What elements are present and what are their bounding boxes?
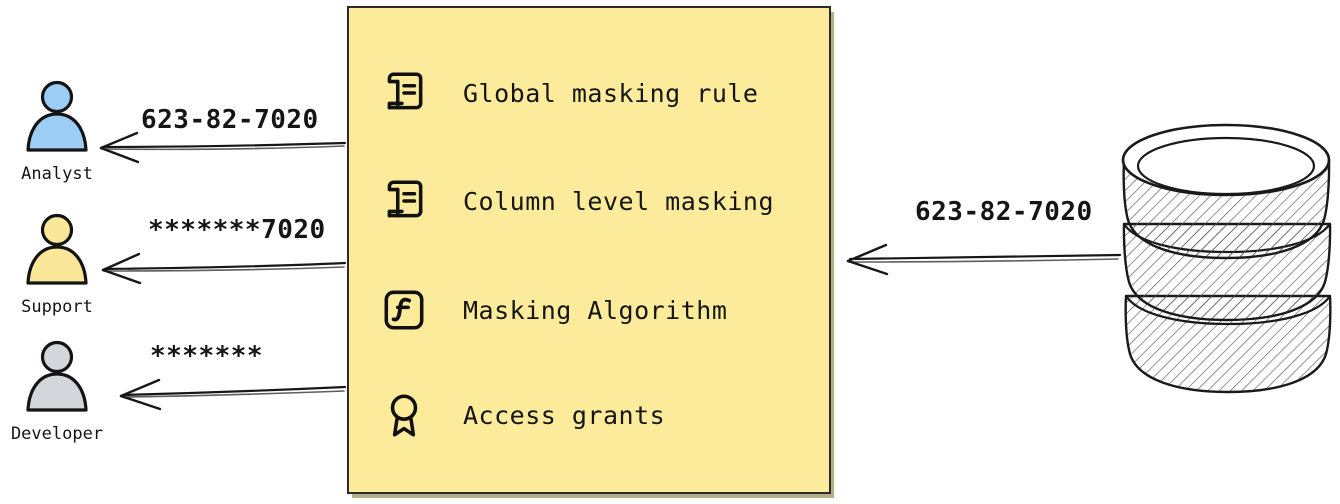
actor-analyst-label: Analyst: [21, 164, 93, 184]
actor-support-label: Support: [21, 297, 93, 317]
arrow-to-analyst: [99, 131, 347, 164]
arrow-to-support: [101, 252, 347, 285]
flow-label-support: *******7020: [148, 215, 326, 245]
policy-item-label: Global masking rule: [463, 78, 759, 108]
actor-developer-label: Developer: [10, 424, 104, 444]
flow-label-analyst: 623-82-7020: [141, 105, 319, 135]
arrow-to-developer: [119, 378, 347, 411]
function-icon: [377, 283, 431, 337]
policy-item-global-masking-rule[interactable]: Global masking rule: [377, 66, 758, 120]
actor-developer[interactable]: Developer: [2, 340, 112, 444]
policy-item-label: Column level masking: [463, 186, 775, 216]
person-icon: [26, 80, 88, 152]
scroll-icon: [377, 174, 431, 228]
actor-analyst[interactable]: Analyst: [2, 80, 112, 184]
policy-item-label: Access grants: [463, 400, 666, 430]
policy-item-label: Masking Algorithm: [463, 295, 728, 325]
person-icon: [26, 213, 88, 285]
policy-item-masking-algorithm[interactable]: Masking Algorithm: [377, 283, 727, 337]
actor-support[interactable]: Support: [2, 213, 112, 317]
award-ribbon-icon: [377, 388, 431, 442]
database-cylinder-icon[interactable]: [1118, 118, 1338, 398]
policy-box: Global masking rule Column level masking: [347, 6, 831, 494]
arrow-from-database: [846, 243, 1122, 276]
policy-item-column-level-masking[interactable]: Column level masking: [377, 174, 774, 228]
policy-item-access-grants[interactable]: Access grants: [377, 388, 665, 442]
flow-label-database: 623-82-7020: [915, 197, 1093, 227]
flow-label-developer: *******: [150, 341, 264, 371]
scroll-icon: [377, 66, 431, 120]
person-icon: [26, 340, 88, 412]
